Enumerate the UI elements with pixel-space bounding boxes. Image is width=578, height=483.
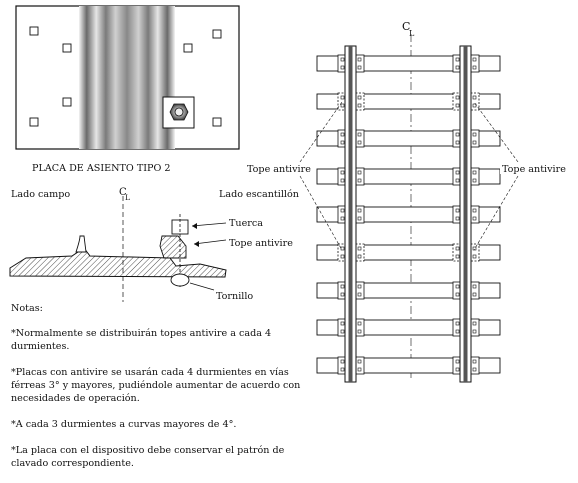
plan-left-label: Tope antivire	[247, 164, 311, 175]
section-right-label: Lado escantillón	[219, 189, 299, 200]
notes-heading: Notas:	[11, 303, 43, 314]
track-plan-drawing	[299, 34, 519, 383]
tope-pointer-lines	[299, 101, 519, 251]
tie	[316, 318, 501, 337]
section-center-mark-sub: L	[125, 193, 130, 202]
callout-tornillo: Tornillo	[216, 291, 253, 302]
tie	[316, 129, 501, 148]
anti-creep-section	[159, 214, 190, 288]
section-left-label: Lado campo	[11, 189, 70, 200]
callout-tuerca: Tuerca	[229, 218, 263, 229]
plate-section	[9, 247, 227, 278]
rail-right	[459, 45, 472, 383]
plan-right-label: Tope antivire	[502, 164, 566, 175]
tie	[316, 243, 501, 262]
note-item: *La placa con el dispositivo debe conser…	[11, 445, 285, 469]
tie	[316, 92, 501, 111]
plan-center-mark: C	[402, 20, 410, 33]
callout-tope-antivire: Tope antivire	[229, 238, 293, 249]
tie	[316, 281, 501, 300]
plate-caption: PLACA DE ASIENTO TIPO 2	[32, 163, 170, 174]
spike-holes	[29, 26, 222, 127]
callout-leaders	[189, 222, 227, 291]
cross-section-drawing	[9, 196, 227, 302]
anti-creep-nut	[162, 96, 195, 129]
note-item: *Placas con antivire se usarán cada 4 du…	[11, 367, 301, 404]
tie	[316, 205, 501, 224]
notes-block: Notas: *Normalmente se distribuirán tope…	[11, 302, 303, 483]
note-item: *Normalmente se distribuirán topes antiv…	[11, 328, 272, 352]
section-center-mark: C	[119, 187, 127, 198]
tie	[316, 167, 501, 186]
note-item: *A cada 3 durmientes a curvas mayores de…	[11, 419, 237, 430]
tie-plate-drawing	[15, 5, 240, 150]
tie	[316, 356, 501, 375]
tie	[316, 54, 501, 73]
rail-left	[344, 45, 357, 383]
plan-center-mark-sub: L	[409, 29, 415, 38]
rail-base	[79, 6, 175, 149]
